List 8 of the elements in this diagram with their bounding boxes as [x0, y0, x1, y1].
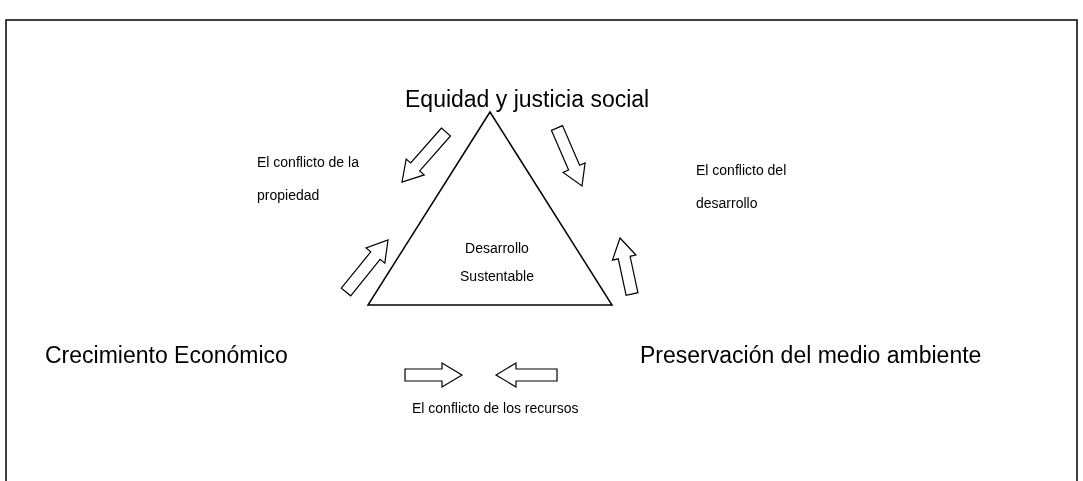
corner-label: Preservación del medio ambiente [640, 344, 982, 367]
conflict-label: El conflicto del desarrollo [696, 161, 788, 213]
conflict-label: El conflicto de la propiedad [257, 153, 360, 205]
corner-label: Equidad y justicia social [405, 88, 650, 111]
node-text: Desarrollo Sustentable [459, 239, 535, 286]
conflict-label: El conflicto de los recursos [412, 399, 579, 418]
corner-label: Crecimiento Económico [45, 344, 288, 367]
triangle-node [366, 110, 614, 307]
